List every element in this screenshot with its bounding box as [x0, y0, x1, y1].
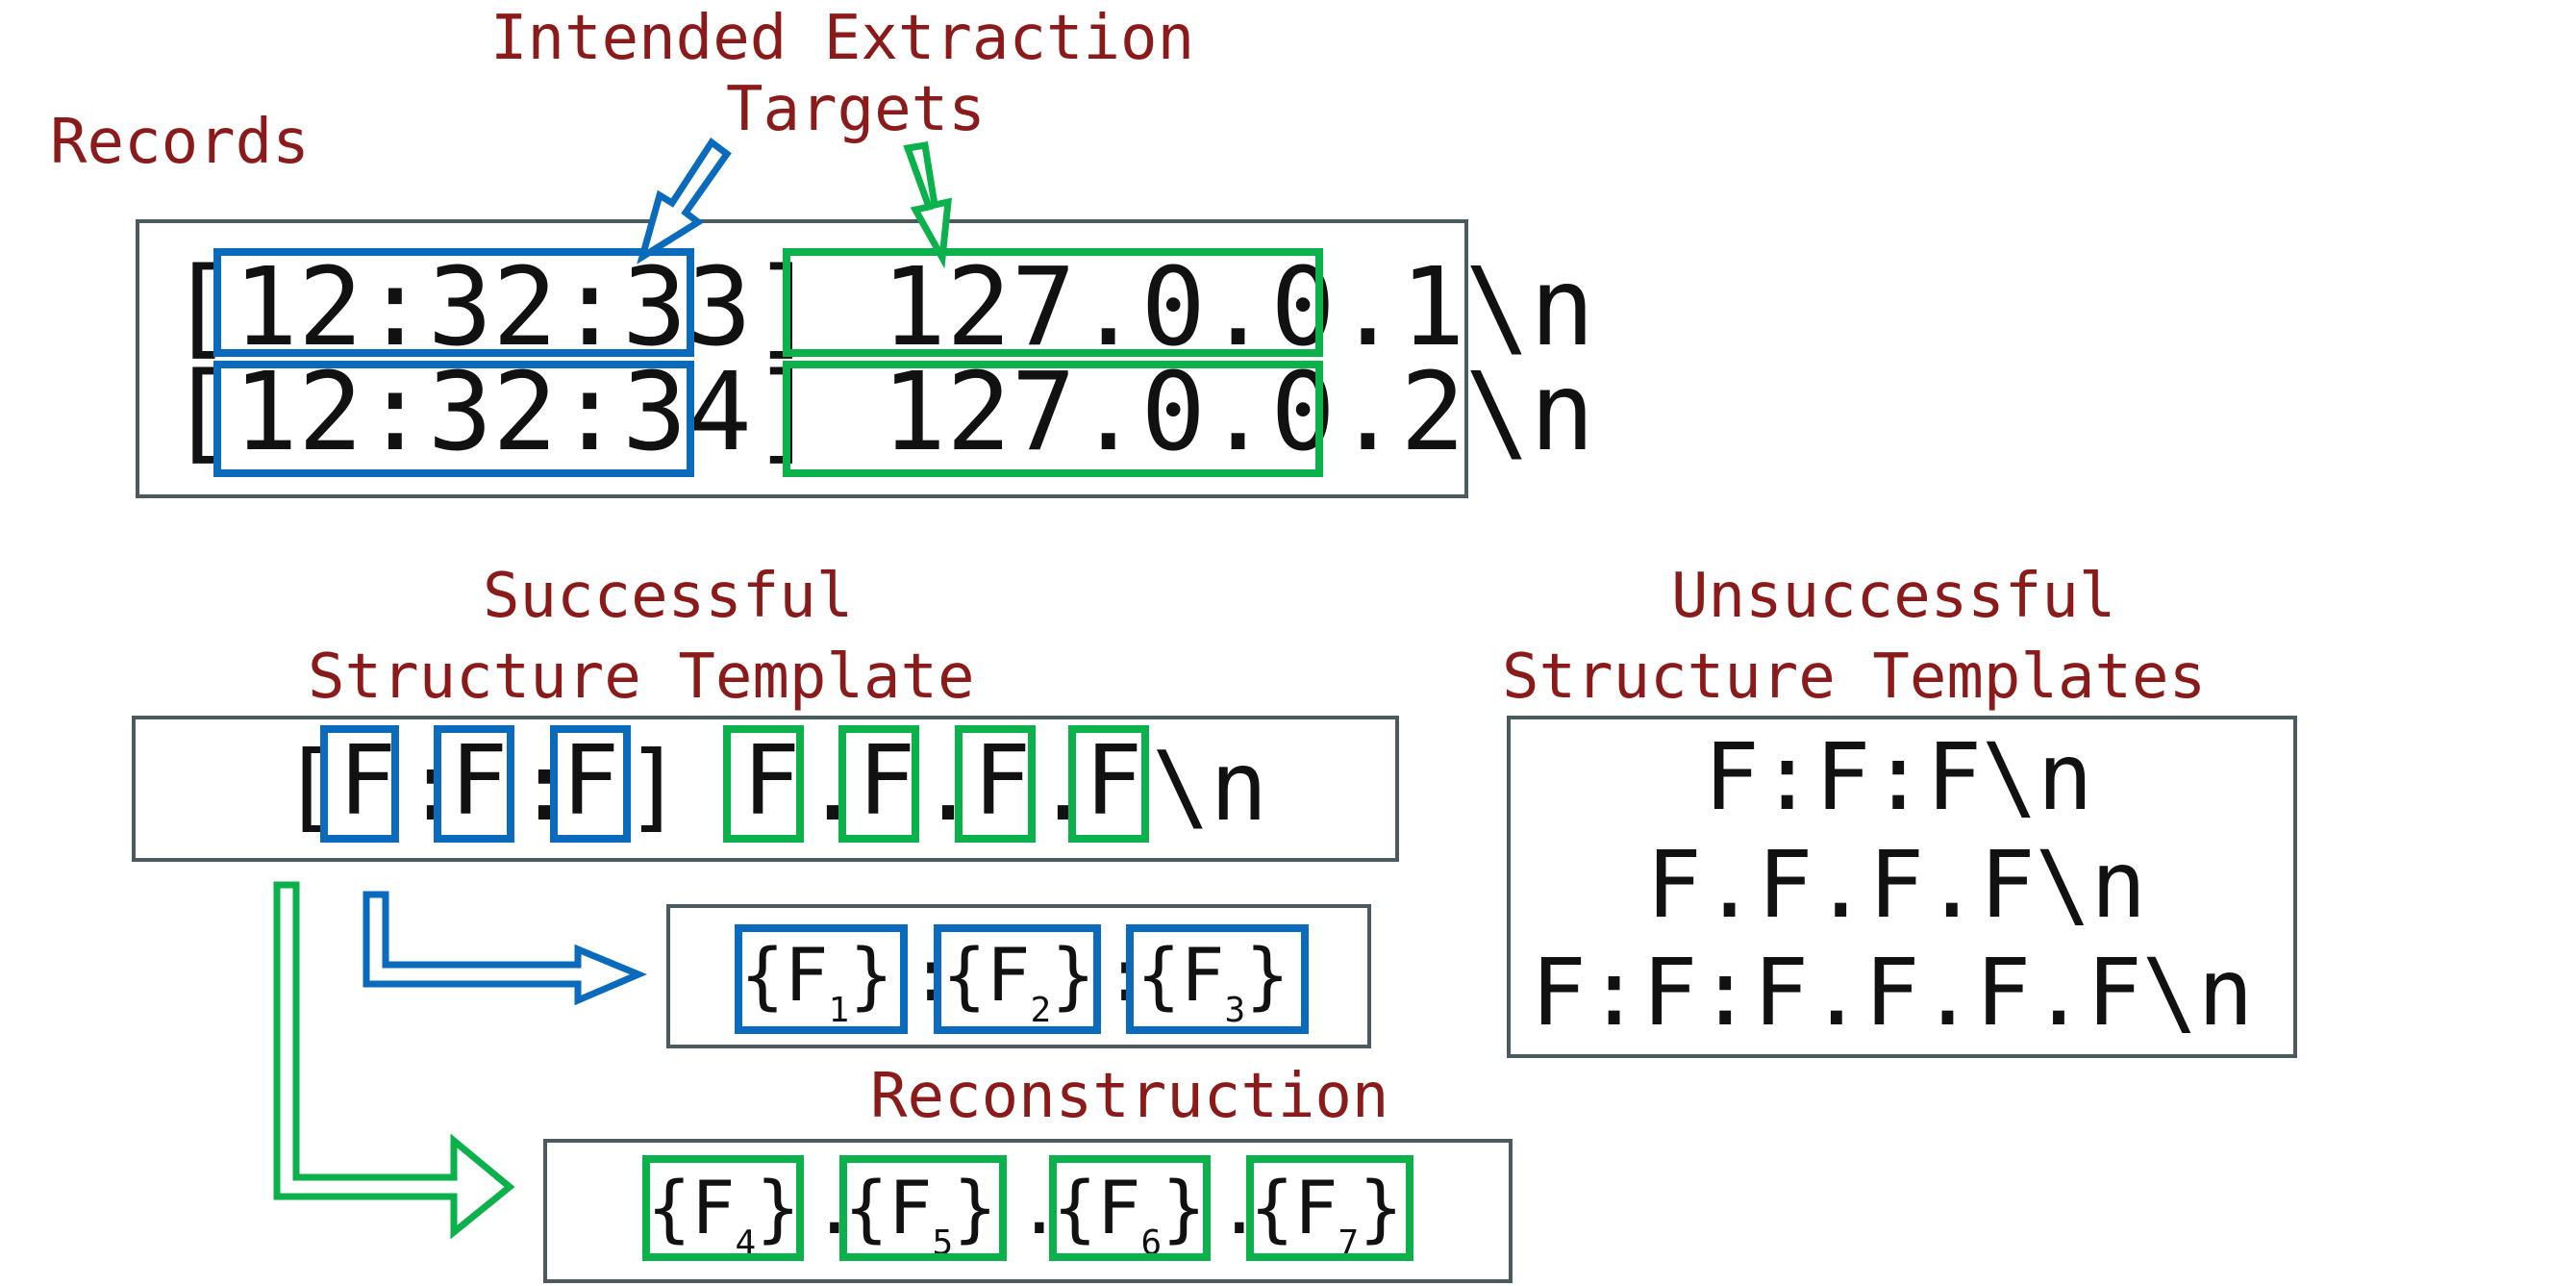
ip-part-box-4	[1246, 1155, 1413, 1261]
ip-part-1-open: {F	[647, 1165, 736, 1250]
intended-targets-label-line1: Intended Extraction	[490, 3, 1195, 74]
template-field-time-1: F	[338, 724, 397, 837]
time-sep-1: :	[910, 932, 954, 1018]
time-part-1: {F1}	[740, 939, 893, 1028]
unsuccessful-template-3: F:F:F.F.F.F\n	[1531, 939, 2254, 1046]
template-ip-box-1	[723, 725, 804, 843]
ip-part-3-close: }	[1162, 1165, 1206, 1250]
ip-part-1-close: }	[756, 1165, 800, 1250]
time-part-2: {F2}	[942, 939, 1095, 1028]
record-2-ip-highlight	[783, 361, 1323, 477]
template-field-ip-4: F	[1085, 724, 1143, 837]
time-part-2-open: {F	[942, 932, 1031, 1018]
unsuccessful-label-line2: Structure Templates	[1502, 642, 2207, 713]
records-label: Records	[50, 107, 310, 178]
ip-target-arrow	[903, 140, 952, 269]
successful-label-line1: Successful	[483, 561, 854, 632]
ip-part-box-3	[1049, 1155, 1211, 1261]
ip-sep-3: .	[1217, 1165, 1262, 1250]
record-1: [12:32:33] 127.0.0.1\n	[168, 254, 1594, 362]
template-field-ip-2: F	[858, 724, 916, 837]
ip-part-4-close: }	[1359, 1165, 1403, 1250]
ip-part-4-open: {F	[1250, 1165, 1338, 1250]
ip-part-2-index: 5	[932, 1223, 954, 1263]
time-part-2-index: 2	[1030, 991, 1052, 1030]
time-part-1-index: 1	[828, 991, 850, 1030]
record-2-end: \n	[1464, 350, 1595, 475]
time-part-1-close: }	[849, 932, 893, 1018]
template-field-ip-1: F	[742, 724, 801, 837]
ip-part-1: {F4}	[647, 1172, 800, 1261]
time-part-box-3	[1126, 924, 1309, 1034]
template-dot-1: .	[804, 730, 863, 843]
record-1-ip: 127.0.0.1	[881, 245, 1465, 370]
ip-reconstruction-panel	[543, 1139, 1513, 1283]
ip-reconstruction-arrow	[273, 881, 515, 1240]
ip-part-2-open: {F	[844, 1165, 933, 1250]
time-part-2-close: }	[1051, 932, 1095, 1018]
record-1-time: 12:32:33	[233, 245, 752, 370]
ip-part-box-1	[642, 1155, 804, 1261]
ip-part-1-index: 4	[735, 1223, 757, 1263]
record-1-time-highlight	[213, 248, 694, 357]
time-target-arrow	[637, 137, 732, 265]
template-ip-box-3	[955, 725, 1036, 843]
time-part-3-close: }	[1245, 932, 1289, 1018]
ip-part-2: {F5}	[844, 1172, 997, 1261]
ip-part-3-open: {F	[1053, 1165, 1141, 1250]
time-reconstruction-arrow	[363, 891, 648, 1006]
template-time-box-2	[434, 725, 514, 843]
reconstruction-label: Reconstruction	[870, 1061, 1389, 1132]
records-panel	[136, 219, 1468, 498]
ip-sep-1: .	[813, 1165, 857, 1250]
time-reconstruction-panel	[666, 904, 1371, 1048]
ip-part-box-2	[839, 1155, 1007, 1261]
template-dot-2: .	[919, 730, 978, 843]
time-part-box-1	[735, 924, 908, 1034]
template-time-box-1	[320, 725, 399, 843]
template-field-time-2: F	[450, 724, 509, 837]
template-field-ip-3: F	[973, 724, 1032, 837]
template-open-bracket: [	[281, 730, 339, 843]
time-sep-2: :	[1104, 932, 1148, 1018]
template-close-bracket: ]	[625, 730, 684, 843]
unsuccessful-templates-panel	[1507, 716, 2297, 1058]
record-2-time-highlight	[213, 361, 694, 477]
template-colon-2: :	[515, 730, 574, 843]
successful-template-panel	[132, 716, 1399, 862]
time-part-1-open: {F	[740, 932, 829, 1018]
ip-part-3-index: 6	[1140, 1223, 1163, 1263]
template-end: \n	[1152, 730, 1268, 843]
record-1-end: \n	[1464, 245, 1595, 370]
template-dot-3: .	[1035, 730, 1093, 843]
unsuccessful-template-1: F:F:F\n	[1704, 723, 2093, 831]
ip-part-2-close: }	[953, 1165, 997, 1250]
record-1-open: [	[168, 245, 234, 370]
template-ip-box-4	[1068, 725, 1149, 843]
record-2: [12:32:34] 127.0.0.2\n	[168, 359, 1594, 466]
successful-label-line2: Structure Template	[308, 642, 975, 713]
time-part-3: {F3}	[1137, 939, 1289, 1028]
unsuccessful-template-2: F.F.F.F\n	[1646, 831, 2147, 939]
template-colon-1: :	[404, 730, 463, 843]
time-part-3-index: 3	[1224, 991, 1246, 1030]
ip-part-4-index: 7	[1338, 1223, 1360, 1263]
intended-targets-label-line2: Targets	[726, 74, 986, 145]
template-field-time-3: F	[562, 724, 620, 837]
time-part-box-2	[934, 924, 1101, 1034]
unsuccessful-label-line1: Unsuccessful	[1671, 561, 2116, 632]
template-time-box-3	[550, 725, 631, 843]
ip-part-3: {F6}	[1053, 1172, 1206, 1261]
time-part-3-open: {F	[1137, 932, 1225, 1018]
record-2-time: 12:32:34	[233, 350, 752, 475]
record-2-ip: 127.0.0.2	[881, 350, 1465, 475]
template-ip-box-2	[838, 725, 919, 843]
record-2-open: [	[168, 350, 234, 475]
ip-part-4: {F7}	[1250, 1172, 1403, 1261]
record-1-ip-highlight	[783, 248, 1323, 357]
